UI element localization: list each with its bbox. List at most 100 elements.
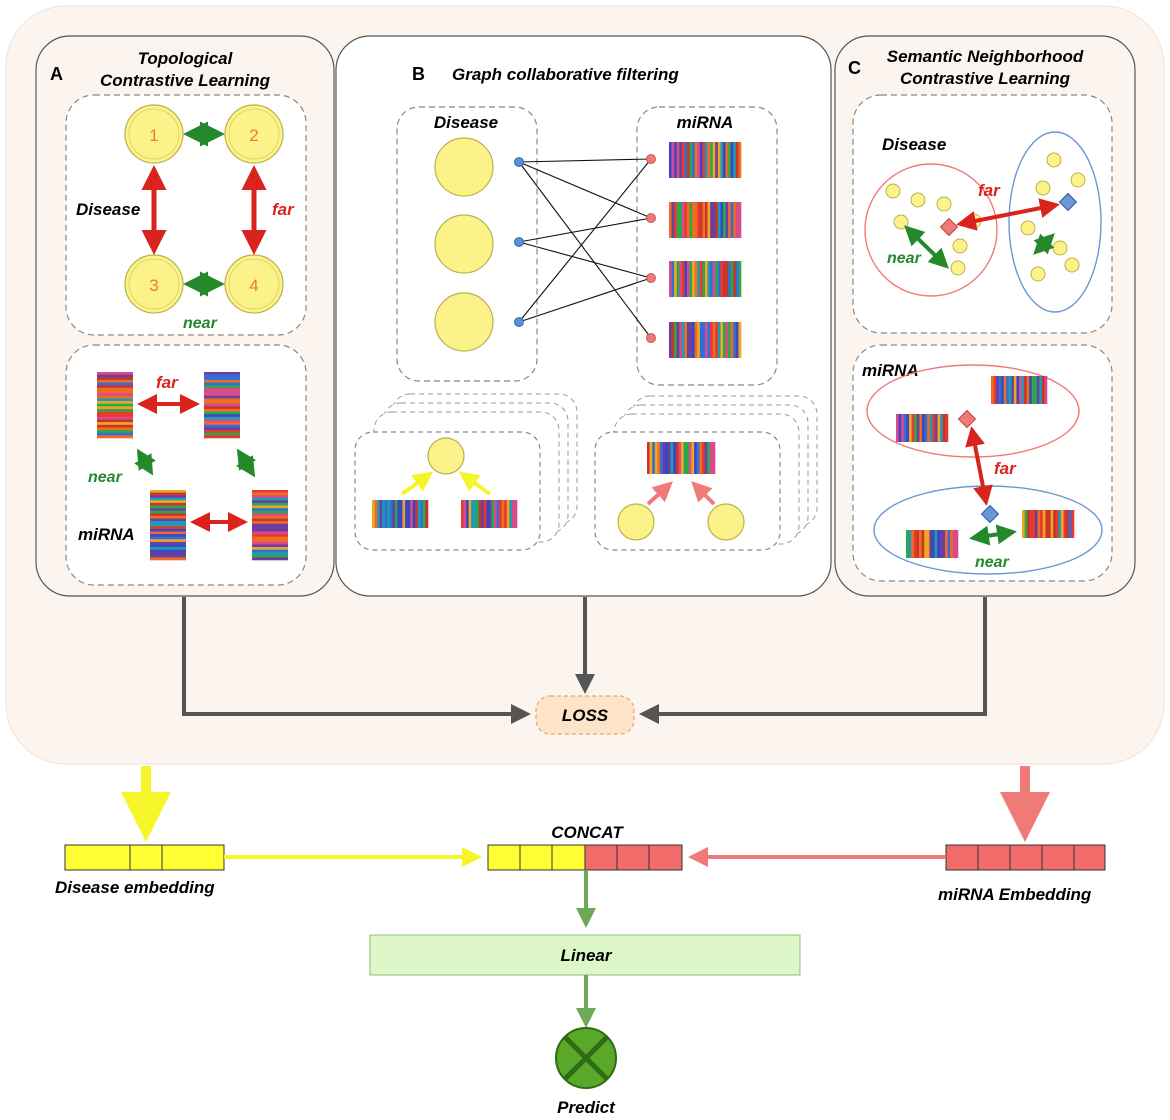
- mirna-port-b1: [646, 154, 656, 164]
- disease-embedding-bar: [64, 844, 225, 871]
- mirna-bar-b3: [669, 261, 742, 297]
- sequence-stripe: [97, 398, 133, 402]
- sequence-stripe: [937, 530, 941, 558]
- predict-label: Predict: [557, 1098, 616, 1117]
- sequence-stripe: [97, 379, 133, 383]
- sequence-stripe: [252, 502, 288, 506]
- sequence-stripe: [150, 492, 186, 496]
- agg-arrow-left: [400, 471, 434, 496]
- panel-a: A Topological Contrastive Learning 1 2 3…: [35, 35, 335, 597]
- panel-a-title-1: Topological: [138, 49, 234, 68]
- sequence-stripe: [1053, 510, 1057, 538]
- sequence-stripe: [903, 414, 907, 442]
- node-label-3: 3: [149, 276, 158, 295]
- sequence-stripe: [394, 500, 398, 528]
- sequence-stripe: [715, 142, 719, 178]
- sequence-stripe: [947, 530, 951, 558]
- sequence-stripe: [252, 513, 288, 517]
- panel-c-mirna-label: miRNA: [862, 361, 919, 380]
- sequence-stripe: [97, 414, 133, 418]
- sequence-stripe: [691, 442, 695, 474]
- panel-a-disease-label: Disease: [76, 200, 140, 219]
- sequence-stripe: [1044, 376, 1048, 404]
- sequence-stripe: [1006, 376, 1010, 404]
- sequence-stripe: [204, 403, 240, 407]
- sequence-stripe: [97, 382, 133, 386]
- sequence-stripe: [924, 414, 928, 442]
- sequence-stripe: [671, 202, 675, 238]
- sequence-stripe: [473, 500, 477, 528]
- sequence-stripe: [501, 500, 505, 528]
- sequence-stripe: [697, 322, 701, 358]
- sequence-stripe: [725, 322, 729, 358]
- agg-arrow-pink-left: [646, 481, 673, 506]
- sequence-stripe: [692, 261, 696, 297]
- sequence-stripe: [252, 518, 288, 522]
- sequence-stripe: [699, 442, 703, 474]
- sequence-stripe: [478, 500, 482, 528]
- sequence-stripe: [150, 557, 186, 561]
- mirna-port-b2: [646, 213, 656, 223]
- sequence-stripe: [733, 261, 737, 297]
- sequence-stripe: [412, 500, 416, 528]
- sequence-stripe: [204, 390, 240, 394]
- panel-c-disease-label: Disease: [882, 135, 946, 154]
- panel-c-mirna-far-arrow: [965, 426, 993, 506]
- sequence-stripe: [710, 142, 714, 178]
- sequence-stripe: [150, 515, 186, 519]
- sequence-stripe: [204, 408, 240, 412]
- mirna-bar-c1: [991, 376, 1048, 404]
- sequence-stripe: [701, 442, 705, 474]
- sequence-stripe: [705, 322, 708, 358]
- sequence-stripe: [683, 442, 687, 474]
- sequence-stripe: [471, 500, 475, 528]
- agg-disease-node: [427, 437, 465, 475]
- sequence-stripe: [720, 142, 724, 178]
- sequence-stripe: [673, 442, 677, 474]
- sequence-stripe: [204, 393, 240, 397]
- mirna-aggregation-stack: [594, 395, 818, 551]
- sequence-stripe: [704, 442, 708, 474]
- sequence-stripe: [494, 500, 497, 528]
- sequence-stripe: [204, 387, 240, 391]
- panel-a-node-2: 2: [224, 104, 284, 164]
- sequence-stripe: [926, 530, 930, 558]
- sequence-stripe: [662, 442, 666, 474]
- sequence-stripe: [702, 202, 706, 238]
- sequence-stripe: [407, 500, 411, 528]
- sequence-stripe: [728, 261, 732, 297]
- mirna-bar-b4: [669, 322, 742, 358]
- sequence-stripe: [377, 500, 380, 528]
- sequence-stripe: [1050, 510, 1054, 538]
- sequence-stripe: [715, 261, 719, 297]
- sequence-stripe: [252, 554, 288, 558]
- sequence-stripe: [150, 495, 186, 499]
- sequence-stripe: [922, 414, 925, 442]
- sequence-stripe: [929, 414, 933, 442]
- sequence-stripe: [921, 530, 925, 558]
- panel-a-far-label: far: [272, 200, 295, 219]
- sequence-stripe: [901, 414, 905, 442]
- mirna-centroid-blue: [980, 504, 1000, 524]
- agg-arrow-right: [458, 471, 492, 496]
- sequence-stripe: [723, 322, 726, 358]
- sequence-stripe: [709, 442, 713, 474]
- panel-a-mirna-near-label: near: [88, 469, 123, 486]
- sequence-stripe: [998, 376, 1002, 404]
- sequence-stripe: [707, 442, 711, 474]
- sequence-stripe: [728, 202, 732, 238]
- sequence-stripe: [405, 500, 408, 528]
- sequence-stripe: [1034, 376, 1038, 404]
- sequence-stripe: [681, 261, 685, 297]
- sequence-stripe: [725, 202, 729, 238]
- sequence-stripe: [952, 530, 956, 558]
- sequence-stripe: [150, 490, 186, 493]
- sequence-stripe: [1058, 510, 1062, 538]
- sequence-stripe: [712, 322, 716, 358]
- panel-c-disease-near-arrow: [904, 225, 949, 269]
- mirna-bar-agg-1: [372, 500, 429, 528]
- sequence-stripe: [715, 202, 719, 238]
- sequence-stripe: [252, 549, 288, 553]
- sequence-stripe: [657, 442, 661, 474]
